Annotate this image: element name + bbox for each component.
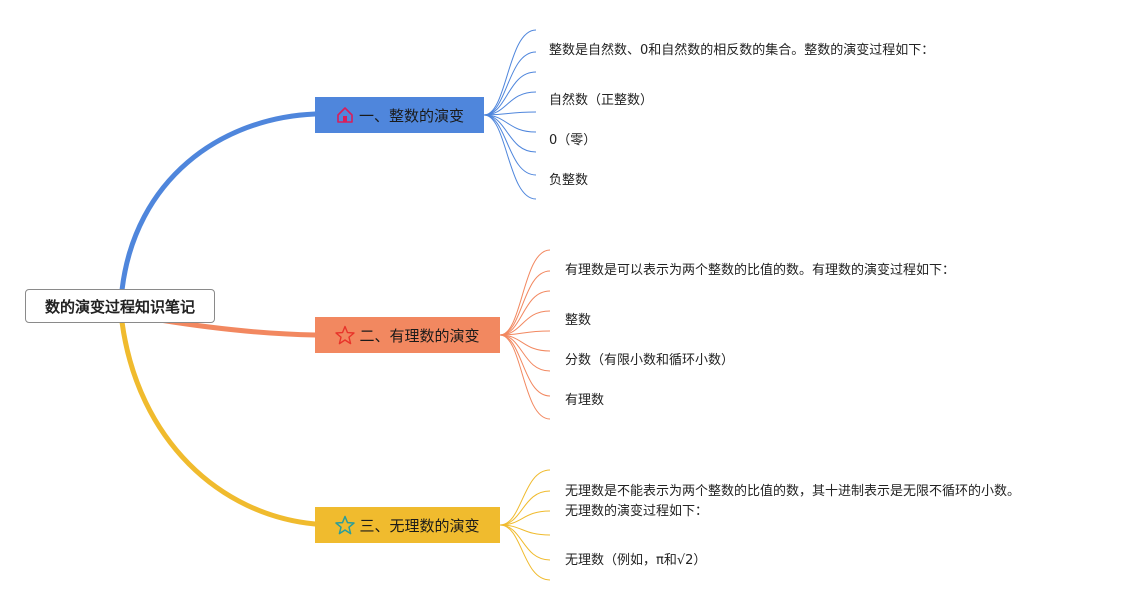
fan-connector-2-2 <box>499 270 551 336</box>
fan-connector-1-2 <box>483 51 537 116</box>
branch-label: 二、有理数的演变 <box>359 326 480 345</box>
branch-label: 一、整数的演变 <box>358 106 464 125</box>
fan-connector-1-3 <box>483 71 537 116</box>
fan-connector-2-9 <box>499 334 551 420</box>
fan-connector-3-3 <box>499 510 551 526</box>
branch-label: 三、无理数的演变 <box>359 516 480 535</box>
fan-connector-2-7 <box>499 334 551 372</box>
fan-connector-3-1 <box>499 469 551 526</box>
fan-connector-1-7 <box>483 114 537 153</box>
star-outline-icon <box>335 515 356 535</box>
leaf-text: 无理数（例如，π和√2） <box>565 553 707 568</box>
root-label: 数的演变过程知识笔记 <box>44 297 195 316</box>
fan-connector-3-2 <box>499 490 551 526</box>
fan-connector-2-1 <box>499 249 551 336</box>
leaf-text: 整数是自然数、0和自然数的相反数的集合。整数的演变过程如下： <box>549 43 935 58</box>
fan-connector-1-8 <box>483 114 537 176</box>
leaf-text: 整数 <box>565 313 592 328</box>
fan-connector-2-4 <box>499 310 551 336</box>
fan-connector-1-4 <box>483 91 537 116</box>
house-icon <box>335 105 355 125</box>
fan-connector-3-6 <box>499 524 551 581</box>
branch-irrationals[interactable]: 三、无理数的演变 <box>315 507 500 543</box>
leaf-text: 有理数 <box>565 393 605 408</box>
main-connector-3 <box>119 319 318 527</box>
leaf-text: 有理数是可以表示为两个整数的比值的数。有理数的演变过程如下： <box>565 263 956 278</box>
fan-connector-1-9 <box>483 114 537 200</box>
leaf-text: 自然数（正整数） <box>549 93 654 108</box>
fan-connector-1-1 <box>483 29 537 116</box>
star-icon <box>335 325 356 345</box>
leaf-text: 负整数 <box>549 173 589 188</box>
leaf-text: 0（零） <box>549 133 597 148</box>
branch-rationals[interactable]: 二、有理数的演变 <box>315 317 500 353</box>
fan-connector-3-5 <box>499 524 551 561</box>
leaf-text: 无理数是不能表示为两个整数的比值的数，其十进制表示是无限不循环的小数。 <box>565 484 1021 499</box>
leaf-text: 无理数的演变过程如下： <box>565 504 709 519</box>
main-connector-1 <box>119 111 318 293</box>
root-node[interactable]: 数的演变过程知识笔记 <box>25 289 215 323</box>
branch-integers[interactable]: 一、整数的演变 <box>315 97 484 133</box>
leaf-text: 分数（有限小数和循环小数） <box>565 353 735 368</box>
fan-connector-2-3 <box>499 290 551 336</box>
